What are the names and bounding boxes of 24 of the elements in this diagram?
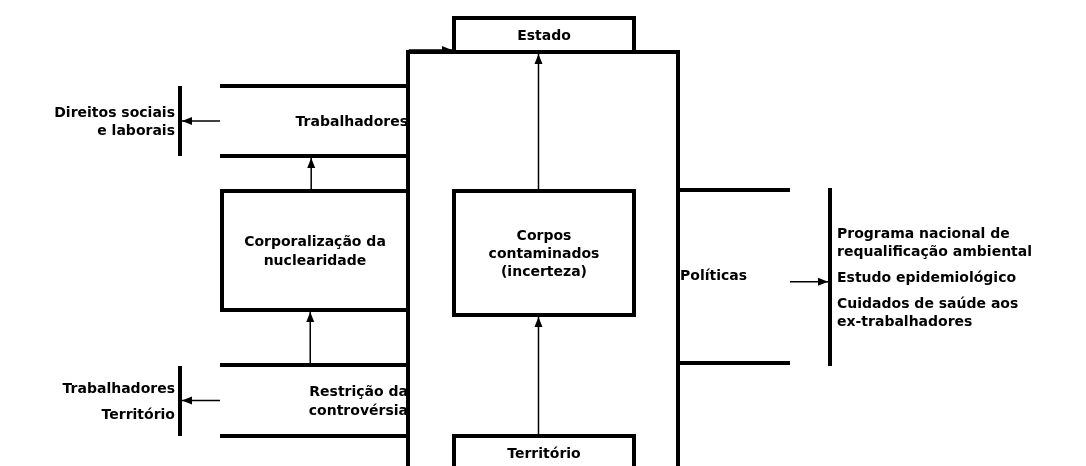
arrow bbox=[534, 53, 543, 190]
node-text: Corpos contaminados (incerteza) bbox=[487, 225, 601, 281]
list-item: Direitos sociais e laborais bbox=[53, 102, 175, 140]
arrow bbox=[789, 277, 829, 286]
node-text: Território bbox=[507, 444, 581, 463]
arrow bbox=[534, 316, 543, 435]
node-text: Corporalização da nuclearidade bbox=[243, 232, 387, 269]
band bbox=[220, 84, 408, 158]
band bbox=[220, 363, 408, 438]
node-text: Políticas bbox=[680, 266, 748, 285]
arrow bbox=[307, 157, 316, 190]
process-box bbox=[452, 189, 636, 317]
list-item: Estudo epidemiológico bbox=[837, 267, 1017, 287]
arrow bbox=[181, 396, 221, 405]
list-item: Território bbox=[101, 405, 175, 424]
list-item: Cuidados de saúde aos ex-trabalhadores bbox=[837, 294, 1020, 331]
node-text: Estado bbox=[517, 25, 571, 45]
list-item: Trabalhadores bbox=[62, 378, 175, 397]
arrow bbox=[181, 117, 221, 125]
list-item: Programa nacional de requalificação ambiental bbox=[837, 223, 1034, 260]
node-text: Trabalhadores bbox=[295, 111, 408, 131]
arrow bbox=[306, 311, 315, 364]
band bbox=[678, 188, 790, 365]
frame-outline bbox=[406, 50, 680, 466]
